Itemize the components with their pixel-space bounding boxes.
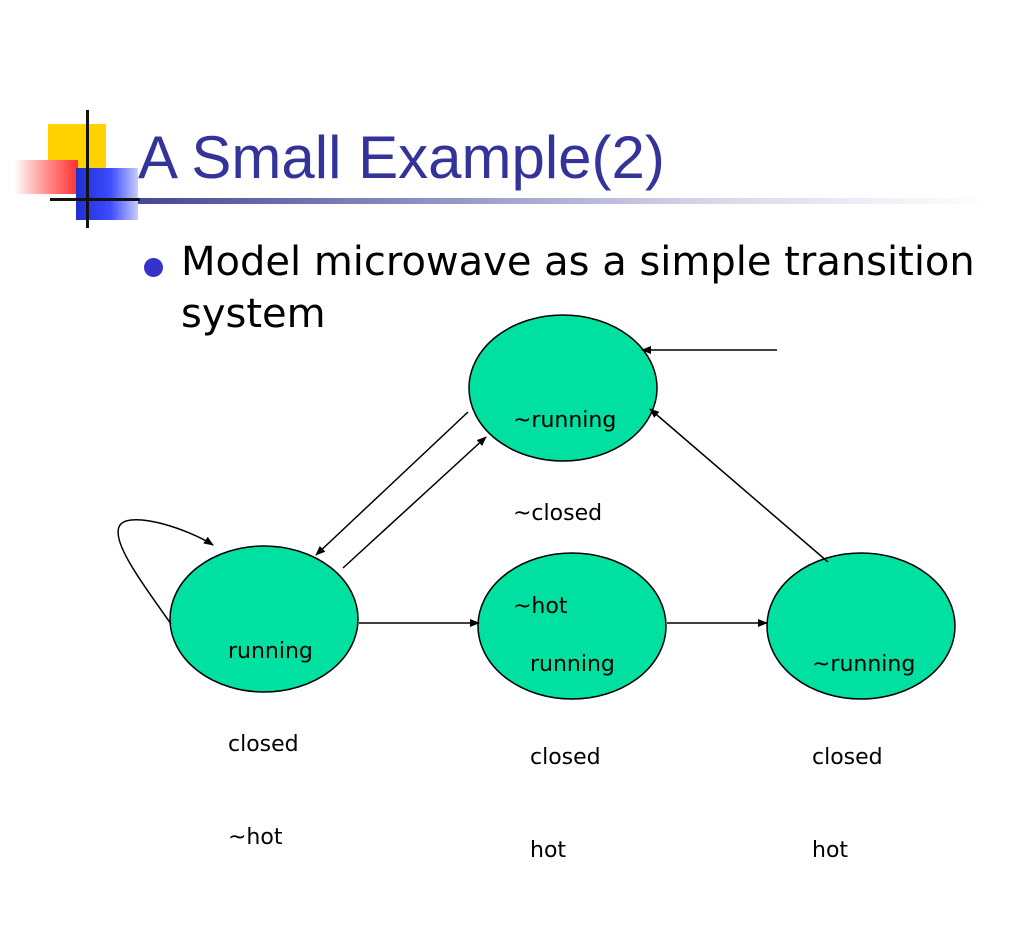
state-node-s0: [468, 314, 658, 462]
state-s3-line-2: closed: [812, 745, 883, 770]
state-label-s2: running closed hot: [530, 587, 615, 928]
edge-s3-to-s0: [649, 408, 829, 563]
state-s2-line-3: hot: [530, 838, 567, 863]
state-s3-line-3: hot: [812, 838, 849, 863]
state-s1-line-3: ~hot: [228, 825, 283, 850]
state-s0-line-2: ~closed: [513, 501, 603, 526]
edge-s0-to-s1: [315, 411, 469, 556]
logo-red-bar: [14, 160, 78, 194]
state-s2-line-1: running: [530, 652, 615, 677]
state-label-s1: running closed ~hot: [228, 574, 313, 915]
bullet-text: Model microwave as a simple transition s…: [181, 239, 975, 337]
logo-vertical-line: [86, 110, 89, 228]
edge-s1-to-s0: [342, 436, 487, 569]
state-s2-line-2: closed: [530, 745, 601, 770]
state-label-s0: ~running ~closed ~hot: [513, 343, 616, 684]
slide: A Small Example(2) Model microwave as a …: [14, 110, 988, 863]
state-s1-line-1: running: [228, 639, 313, 664]
slide-title: A Small Example(2): [138, 124, 665, 191]
state-s0-line-1: ~running: [513, 408, 617, 433]
bullet-icon: [144, 258, 163, 277]
state-label-s3: ~running closed hot: [812, 587, 915, 928]
logo-horizontal-line: [50, 198, 140, 201]
edge-s1-self-loop: [117, 518, 214, 625]
state-node-s1: [169, 545, 359, 693]
state-s1-line-2: closed: [228, 732, 299, 757]
transition-system-diagram: [117, 314, 956, 700]
title-underline: [88, 198, 988, 204]
state-s3-line-1: ~running: [812, 652, 916, 677]
state-s0-line-3: ~hot: [513, 594, 568, 619]
